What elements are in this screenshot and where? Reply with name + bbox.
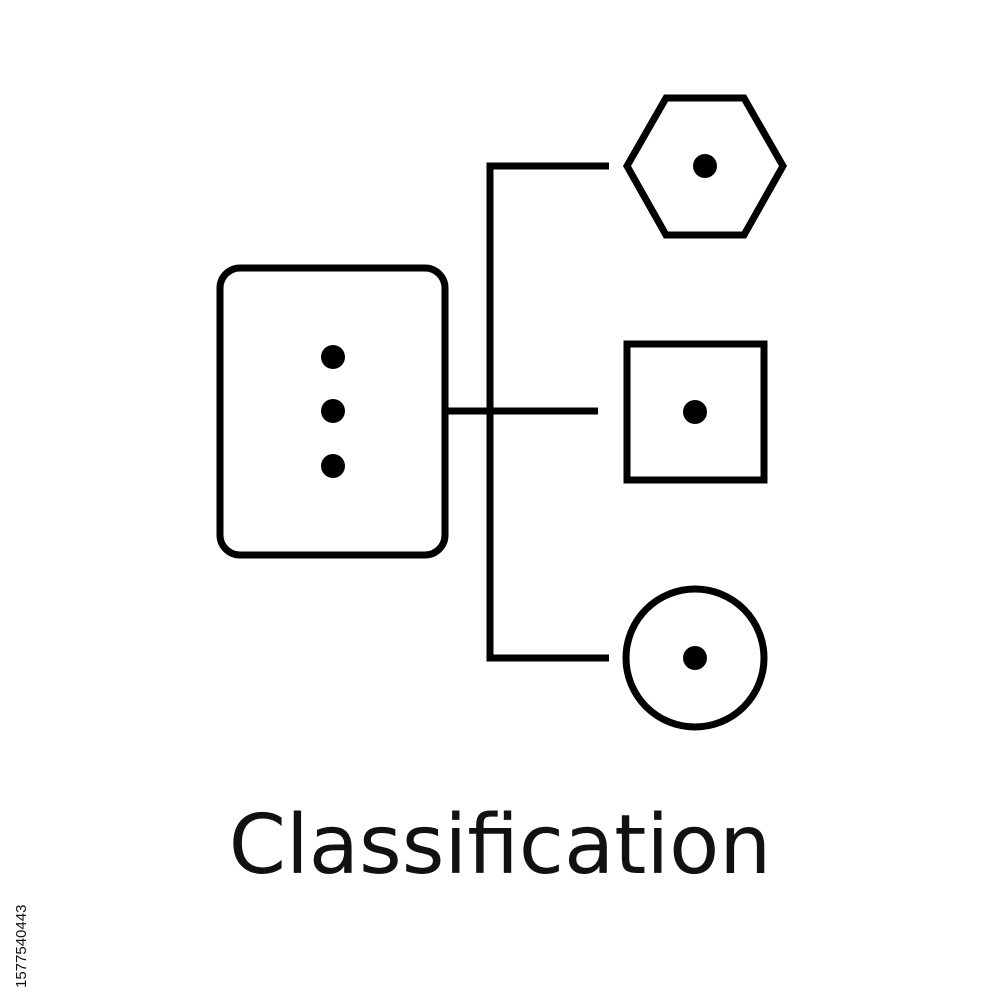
branch-connectors: [445, 162, 609, 662]
caption-text: Classification: [228, 798, 772, 893]
source-card-icon: [216, 264, 449, 559]
source-card-dot-bottom: [321, 454, 345, 478]
hexagon-dot: [693, 154, 717, 178]
circle-shape: [622, 585, 768, 731]
square-shape: [623, 340, 768, 484]
circle-dot: [683, 646, 707, 670]
square-icon: [623, 340, 768, 484]
square-dot: [683, 400, 707, 424]
source-card-dot-middle: [321, 399, 345, 423]
connector-trunk-bottom: [486, 411, 609, 662]
connector-trunk-top: [486, 162, 609, 411]
circle-icon: [622, 585, 768, 731]
hexagon-shape: [622, 94, 788, 239]
source-card-dot-top: [321, 345, 345, 369]
hexagon-icon: [622, 94, 788, 239]
stock-id-text: 1577540443: [13, 904, 30, 988]
